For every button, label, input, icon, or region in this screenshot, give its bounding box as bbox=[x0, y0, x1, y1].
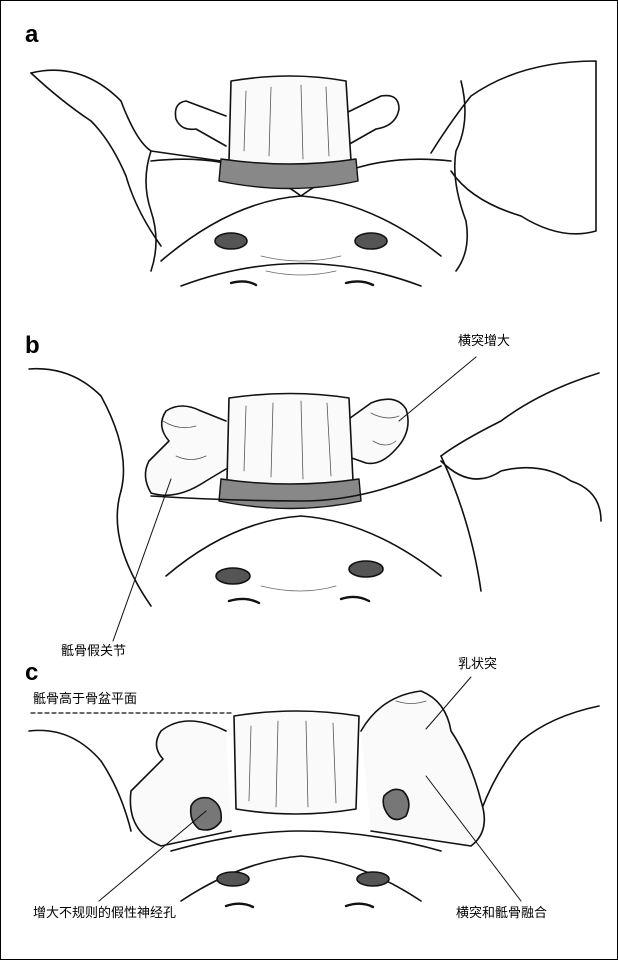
panel-letter-c: c bbox=[25, 661, 38, 685]
disc-b bbox=[219, 479, 361, 509]
label-transverse-sacral-fusion: 横突和骶骨融合 bbox=[456, 907, 547, 920]
vertebral-body-a bbox=[229, 76, 351, 166]
transverse-process-right-b bbox=[346, 399, 408, 463]
transverse-process-left-a bbox=[175, 101, 226, 146]
sacral-foramen-b-right bbox=[349, 561, 383, 577]
label-enlarged-irregular-foramen: 增大不规则的假性神经孔 bbox=[33, 907, 176, 920]
leader-line-enlarged-tp bbox=[399, 357, 476, 421]
sacrum-c bbox=[171, 831, 441, 901]
transverse-process-right-a bbox=[346, 96, 399, 146]
label-sacrum-above-pelvic-plane: 骶骨高于骨盆平面 bbox=[33, 693, 137, 706]
panel-letter-b: b bbox=[25, 334, 40, 358]
label-sacral-pseudoarticulation: 骶骨假关节 bbox=[61, 645, 126, 658]
label-enlarged-transverse-process: 横突增大 bbox=[458, 335, 510, 348]
ilium-left-a bbox=[146, 151, 156, 271]
panel-letter-a: a bbox=[25, 23, 38, 47]
leader-line-pseudoarticulation bbox=[113, 479, 171, 641]
vertebral-body-c bbox=[234, 711, 359, 814]
sacral-wing-right-c bbox=[361, 691, 484, 846]
sacral-foramen-a-right bbox=[355, 233, 387, 249]
sacral-foramen-b-left bbox=[216, 568, 250, 584]
panel-c-drawing bbox=[29, 677, 599, 907]
ilium-right-b bbox=[441, 461, 601, 521]
sacral-foramen-a-left bbox=[215, 233, 247, 249]
disc-a bbox=[219, 159, 358, 189]
sacral-foramen-c-right bbox=[357, 872, 389, 886]
sacral-foramen-c-left bbox=[217, 872, 249, 886]
panel-a-drawing bbox=[31, 61, 596, 286]
pseudo-foramen-left-c bbox=[191, 798, 222, 830]
panel-b-drawing bbox=[29, 357, 601, 641]
label-mammillary-process: 乳状突 bbox=[458, 658, 497, 671]
transverse-process-left-b bbox=[145, 406, 226, 495]
